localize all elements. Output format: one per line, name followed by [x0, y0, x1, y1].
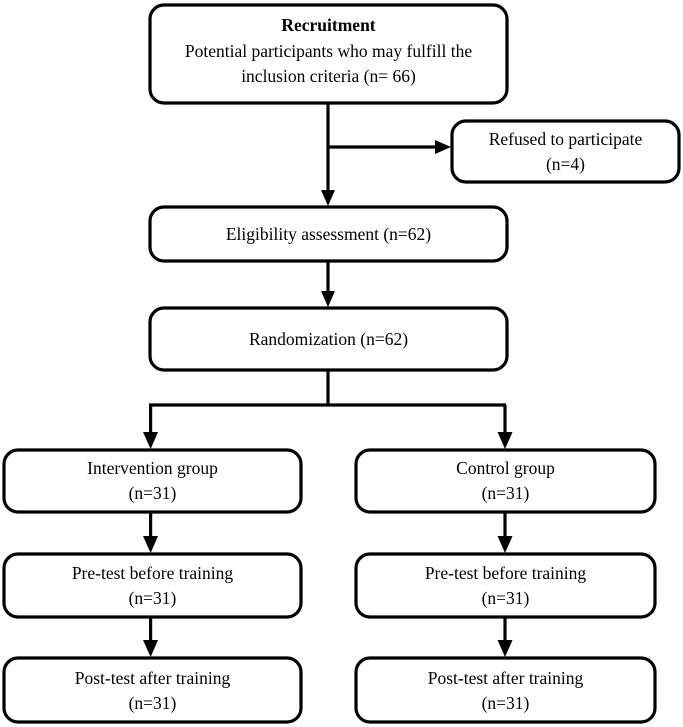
node-intervention-pretest: Pre-test before training (n=31) — [2, 552, 303, 619]
node-recruitment: Recruitment Potential participants who m… — [148, 3, 509, 105]
node-intervention-group-line1: Intervention group — [87, 458, 218, 478]
node-control-pretest: Pre-test before training (n=31) — [354, 552, 657, 619]
connector-intervention-to-pretest — [143, 512, 158, 553]
node-eligibility: Eligibility assessment (n=62) — [148, 205, 509, 263]
node-intervention-pretest-line1: Pre-test before training — [72, 563, 234, 583]
node-intervention-pretest-box — [2, 552, 303, 619]
connector-pretest-to-posttest-left — [143, 617, 158, 657]
node-recruitment-heading: Recruitment — [281, 15, 375, 35]
node-control-pretest-line2: (n=31) — [482, 588, 530, 608]
connector-recruitment-to-refused — [328, 140, 451, 154]
node-recruitment-box — [148, 3, 509, 105]
node-control-posttest: Post-test after training (n=31) — [354, 656, 657, 724]
node-intervention-posttest-line2: (n=31) — [129, 693, 177, 713]
node-control-pretest-line1: Pre-test before training — [425, 563, 587, 583]
connector-pretest-to-posttest-right — [497, 617, 513, 657]
node-eligibility-box — [148, 205, 509, 263]
node-refused-line2: (n=4) — [546, 154, 585, 174]
node-randomization-box — [148, 306, 509, 372]
node-refused-line1: Refused to participate — [489, 129, 643, 149]
connector-randomization-split — [143, 370, 513, 449]
connector-control-to-pretest — [497, 512, 513, 553]
node-control-pretest-box — [354, 552, 657, 619]
connector-eligibility-to-randomization — [321, 261, 335, 307]
node-control-posttest-line2: (n=31) — [482, 693, 530, 713]
node-control-posttest-line1: Post-test after training — [428, 668, 584, 688]
node-recruitment-line1: Potential participants who may fulfill t… — [185, 41, 472, 61]
node-intervention-group: Intervention group (n=31) — [2, 448, 303, 514]
node-control-group-line2: (n=31) — [482, 483, 530, 503]
node-intervention-group-line2: (n=31) — [129, 483, 177, 503]
node-control-posttest-box — [354, 656, 657, 724]
node-refused: Refused to participate (n=4) — [450, 119, 681, 184]
node-intervention-group-box — [2, 448, 303, 514]
node-eligibility-line1: Eligibility assessment (n=62) — [226, 224, 431, 244]
node-intervention-posttest-line1: Post-test after training — [75, 668, 231, 688]
node-intervention-posttest-box — [2, 656, 303, 724]
connector-recruitment-to-eligibility — [321, 103, 335, 206]
node-control-group-box — [354, 448, 657, 514]
node-control-group-line1: Control group — [456, 458, 555, 478]
node-refused-box — [450, 119, 681, 184]
node-intervention-posttest: Post-test after training (n=31) — [2, 656, 303, 724]
node-control-group: Control group (n=31) — [354, 448, 657, 514]
node-randomization-line1: Randomization (n=62) — [249, 329, 408, 349]
node-recruitment-line2: inclusion criteria (n= 66) — [241, 66, 416, 86]
node-randomization: Randomization (n=62) — [148, 306, 509, 372]
node-intervention-pretest-line2: (n=31) — [129, 588, 177, 608]
